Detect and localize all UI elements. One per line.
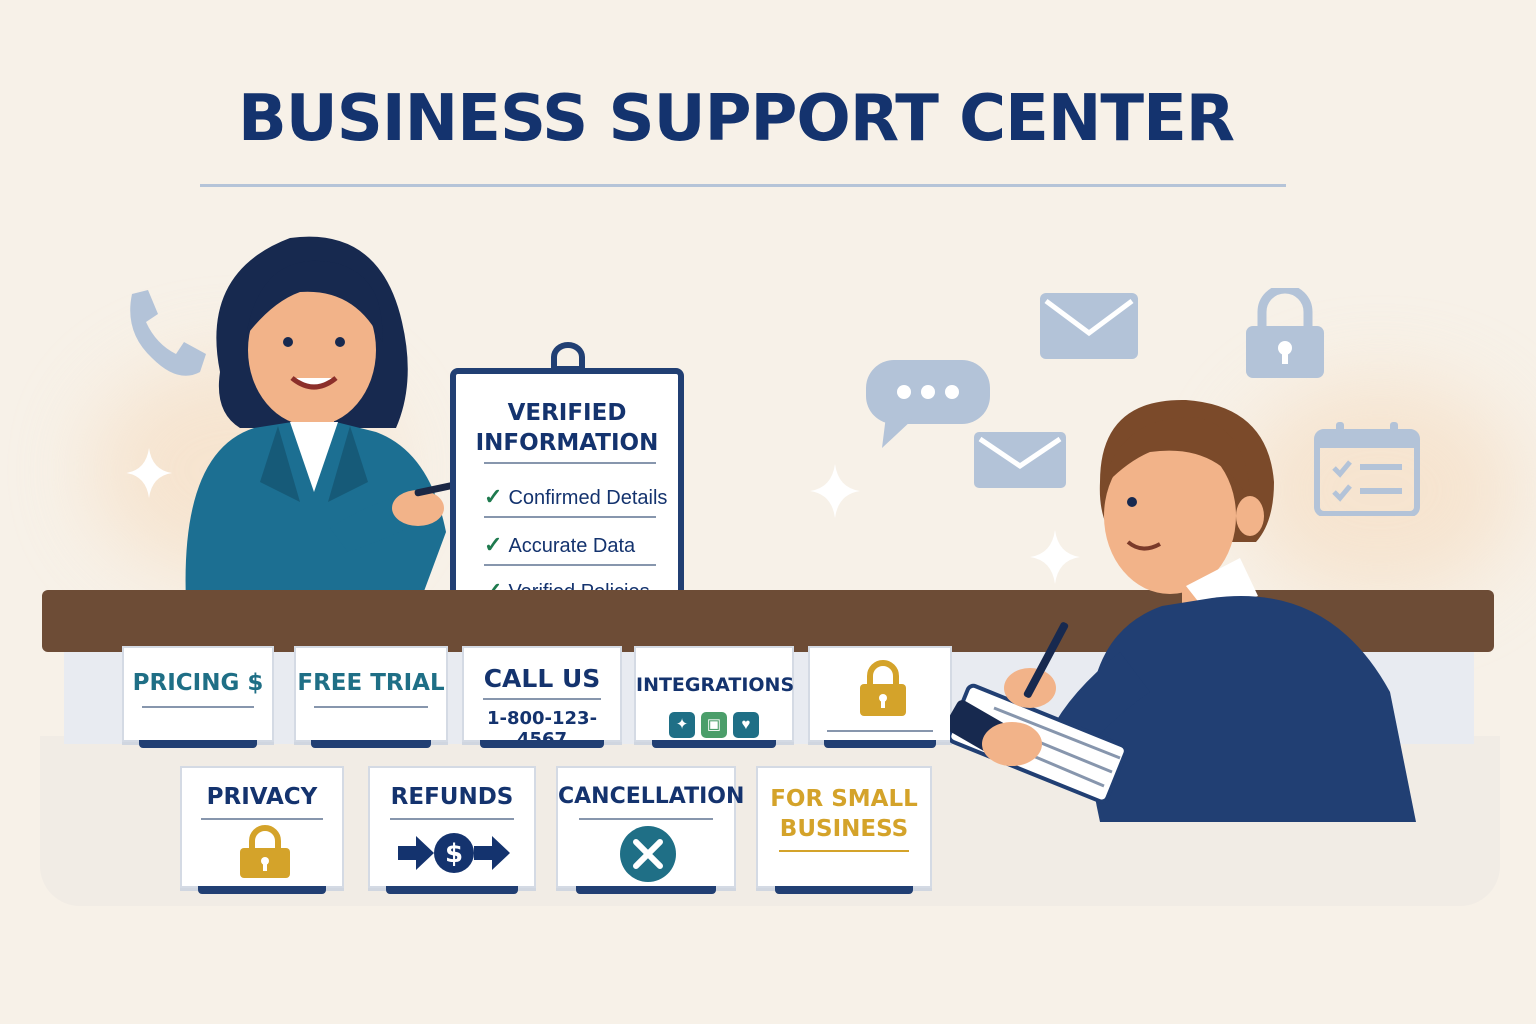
small-business-card[interactable]: FOR SMALL BUSINESS <box>756 766 932 894</box>
check-icon: ✓ <box>484 532 503 557</box>
security-card[interactable] <box>808 646 952 748</box>
bird-icon: ✦ <box>669 712 695 738</box>
card-base <box>311 740 431 748</box>
page-title: BUSINESS SUPPORT CENTER <box>238 82 1235 156</box>
sparkle-icon <box>126 448 172 498</box>
support-agent-woman <box>185 236 478 602</box>
card-divider <box>579 818 713 820</box>
sparkle-icon <box>810 464 860 518</box>
refunds-label: REFUNDS <box>390 784 514 810</box>
small-business-label-line1: FOR SMALL <box>770 786 918 812</box>
envelope-icon <box>974 432 1066 488</box>
card-base <box>198 886 326 894</box>
cancel-x-icon <box>620 826 676 882</box>
calendar-checklist-icon <box>1314 422 1420 516</box>
pricing-card[interactable]: PRICING $ <box>122 646 274 748</box>
sparkle-icon <box>1030 530 1080 584</box>
card-base <box>575 886 717 894</box>
clipboard-heading-line1: VERIFIED <box>507 400 627 426</box>
customer-man <box>950 399 1416 822</box>
refund-arrows-icon: $ <box>398 833 510 873</box>
free-trial-label: FREE TRIAL <box>297 670 445 696</box>
cancellation-label: CANCELLATION <box>558 784 745 809</box>
heart-icon: ♥ <box>733 712 759 738</box>
card-base <box>386 886 518 894</box>
integrations-card[interactable]: INTEGRATIONS ✦▣♥ <box>634 646 795 748</box>
cancellation-card[interactable]: CANCELLATION <box>556 766 745 894</box>
card-base <box>479 740 605 748</box>
card-divider <box>314 706 428 708</box>
integration-icons: ✦▣♥ <box>636 712 792 738</box>
phone-icon <box>130 290 206 376</box>
card-divider <box>778 850 910 852</box>
svg-text:$: $ <box>445 839 463 869</box>
card-base <box>824 740 936 748</box>
card-divider <box>389 818 515 820</box>
call-us-card[interactable]: CALL US 1-800-123-4567 <box>462 646 622 750</box>
card-divider <box>141 706 255 708</box>
lock-icon <box>1246 288 1324 378</box>
chat-bubble-icon <box>866 360 990 448</box>
integrations-label: INTEGRATIONS <box>636 674 795 696</box>
lock-icon <box>860 660 906 716</box>
clipboard-divider <box>484 462 656 464</box>
privacy-label: PRIVACY <box>206 784 318 810</box>
clipboard-divider <box>484 516 656 518</box>
checklist-item: ✓Confirmed Details <box>484 484 668 509</box>
refunds-card[interactable]: REFUNDS $ <box>368 766 536 894</box>
card-divider <box>201 818 323 820</box>
privacy-card[interactable]: PRIVACY <box>180 766 344 894</box>
card-base <box>651 740 777 748</box>
clipboard-heading-line2: INFORMATION <box>475 430 659 456</box>
padlock-icon <box>240 825 290 878</box>
checklist-item: ✓Accurate Data <box>484 532 636 557</box>
call-us-label: CALL US <box>483 664 601 693</box>
card-base <box>138 740 258 748</box>
check-icon: ✓ <box>484 484 503 509</box>
card-divider <box>826 730 934 732</box>
card-divider <box>482 698 602 700</box>
title-divider <box>200 184 1286 187</box>
envelope-icon <box>1040 293 1138 359</box>
clipboard-divider <box>484 564 656 566</box>
free-trial-card[interactable]: FREE TRIAL <box>294 646 448 748</box>
small-business-label-line2: BUSINESS <box>779 816 909 842</box>
pricing-label: PRICING $ <box>132 670 264 696</box>
bag-icon: ▣ <box>701 712 727 738</box>
card-base <box>775 886 913 894</box>
